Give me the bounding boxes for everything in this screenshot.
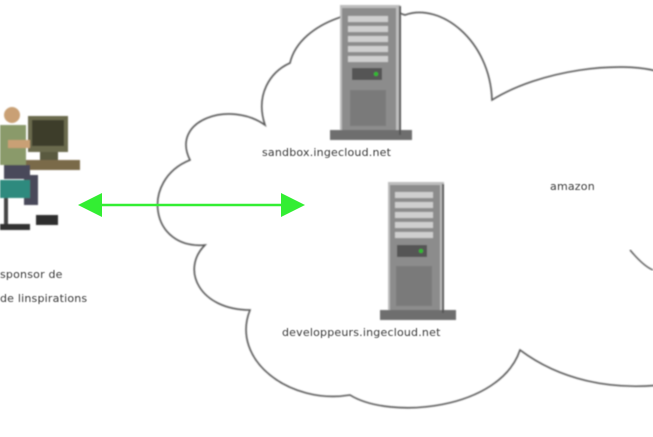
server-developers-label: developpeurs.ingecloud.net	[282, 326, 441, 339]
user-label-line2: de linspirations	[0, 292, 88, 305]
server-sandbox-label: sandbox.ingecloud.net	[262, 146, 392, 159]
cloud-inner-line	[629, 249, 653, 271]
server-sandbox-icon	[330, 5, 412, 140]
cloud-outline	[156, 10, 653, 409]
user-label-line1: sponsor de	[0, 268, 63, 281]
server-developers-icon	[380, 182, 456, 320]
cloud-label: amazon	[550, 180, 595, 193]
person-at-computer-icon	[0, 107, 80, 230]
